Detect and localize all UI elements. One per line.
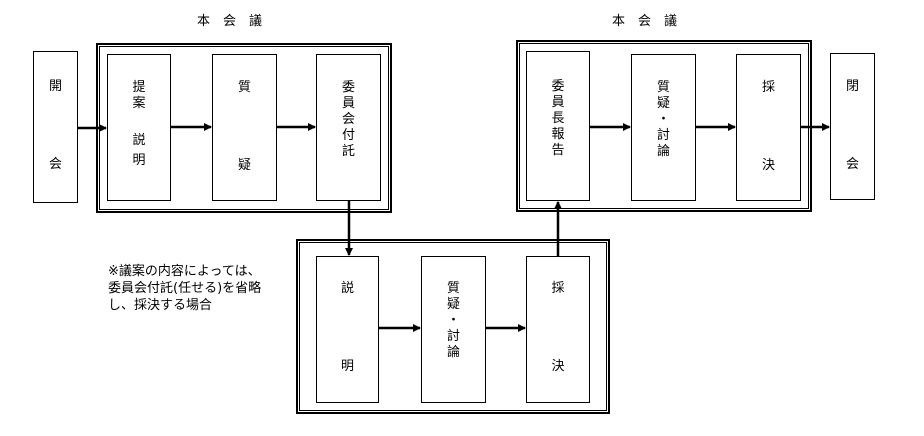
box-question-1: 質 疑 [212, 54, 277, 201]
box-close: 閉 会 [830, 53, 875, 200]
heading-plenary-right: 本 会 議 [612, 14, 678, 29]
box-vote-1: 採 決 [736, 54, 801, 201]
box-vote-2: 採 決 [526, 256, 590, 403]
box-committee-report: 委 員 長 報 告 [526, 51, 590, 201]
box-explanation: 説 明 [316, 256, 379, 403]
box-question-debate-2: 質 疑 ・ 討 論 [421, 256, 486, 403]
box-question-debate-1: 質 疑 ・ 討 論 [631, 54, 696, 201]
box-open: 開 会 [33, 51, 78, 203]
heading-plenary-left: 本 会 議 [197, 14, 263, 29]
box-committee-referral: 委 員 会 付 託 [316, 54, 381, 201]
note-text: ※議案の内容によっては、委員会付託(任せる)を省略し、採決する場合 [108, 264, 262, 313]
box-proposal-explanation: 提 案 説 明 [107, 54, 171, 201]
committee-frame [296, 239, 610, 414]
